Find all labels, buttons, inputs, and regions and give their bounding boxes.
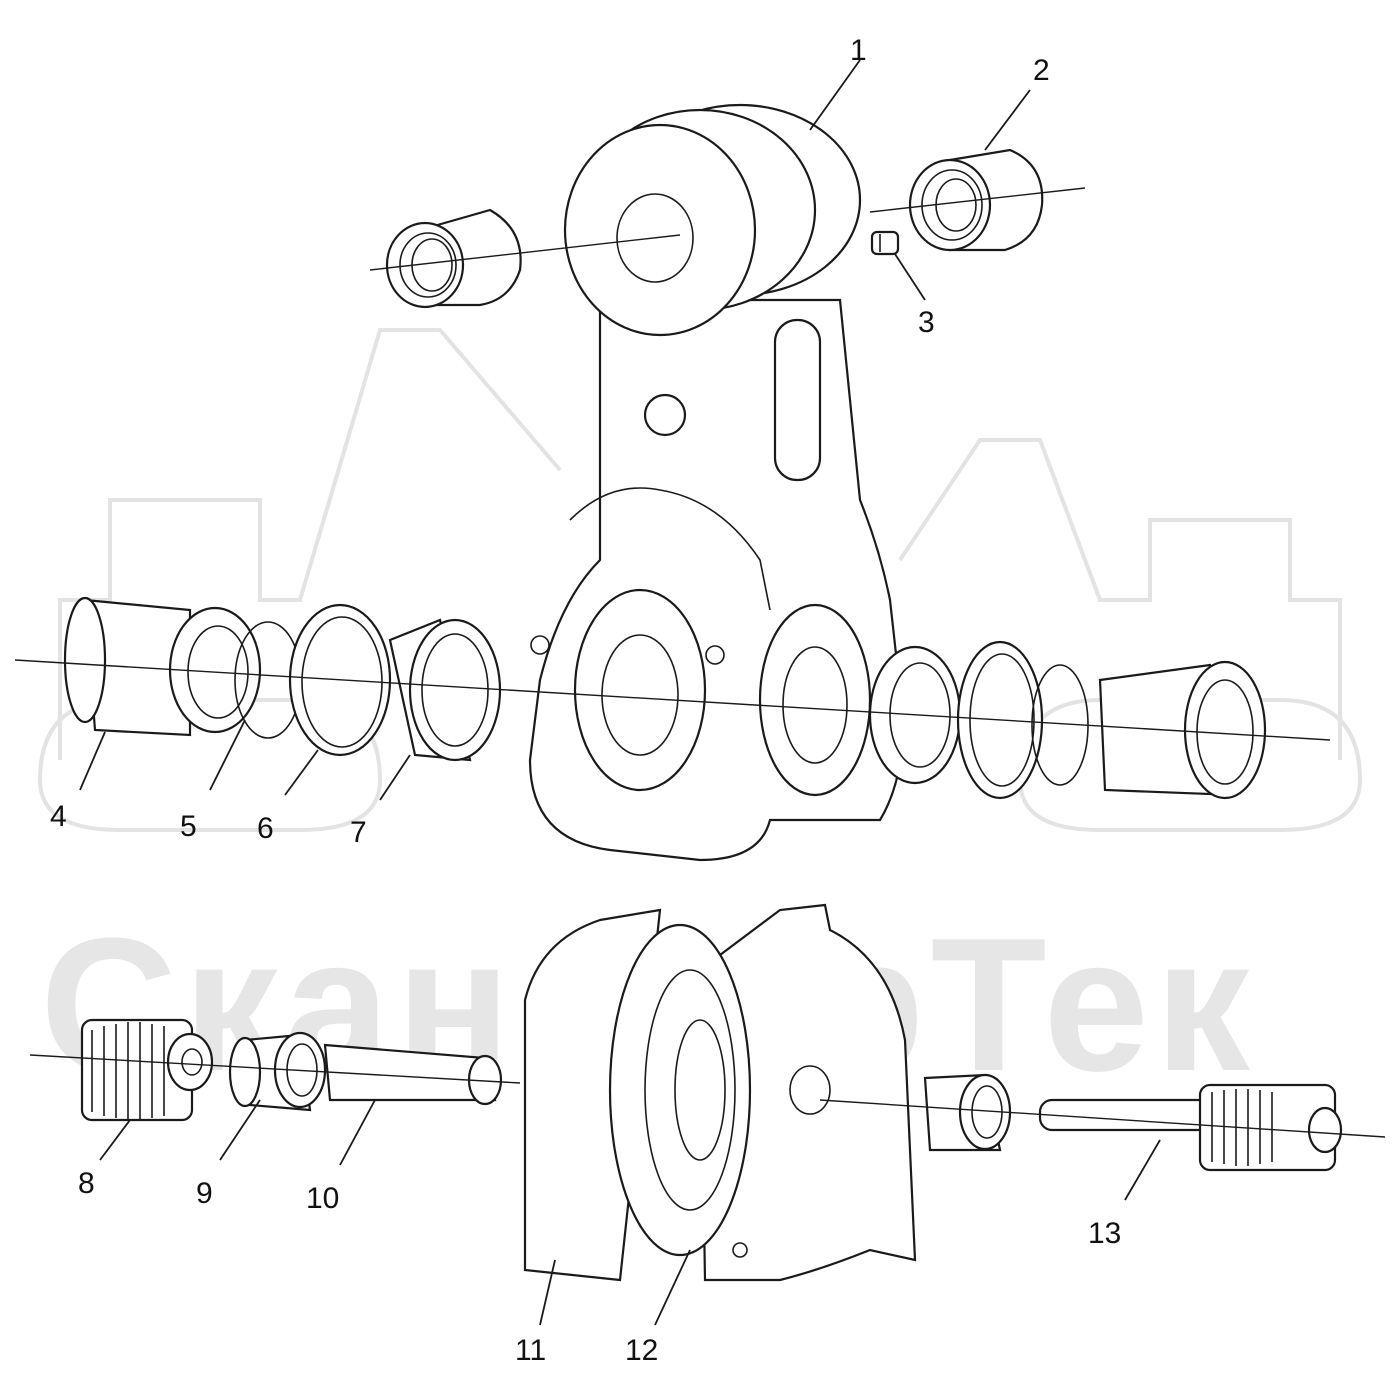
callout-labels: 1 2 3 4 5 6 7 8 9 10 11 12 13 [50, 34, 1121, 1367]
callout-2: 2 [1033, 54, 1050, 87]
callout-8: 8 [78, 1167, 95, 1200]
grease-nipple [870, 230, 900, 256]
bushing-lower-right [923, 1073, 1012, 1152]
callout-6: 6 [257, 812, 274, 845]
link-body [528, 103, 904, 862]
callout-5: 5 [180, 810, 197, 843]
watermark-excavator-left [37, 328, 562, 832]
bushing-top-left [385, 208, 522, 309]
callout-12: 12 [625, 1334, 658, 1367]
callout-10: 10 [306, 1182, 339, 1215]
pin-lower-left [323, 1043, 503, 1106]
callout-9: 9 [196, 1177, 213, 1210]
threaded-plug-left [80, 1018, 214, 1122]
sleeve-right [1098, 660, 1267, 800]
pulley-wheel [608, 923, 752, 1257]
bushing-top-right [908, 148, 1044, 252]
callout-3: 3 [918, 306, 935, 339]
callout-11: 11 [515, 1334, 546, 1367]
callout-1: 1 [850, 34, 867, 67]
callout-4: 4 [50, 800, 67, 833]
bearing-ring-left [388, 618, 502, 762]
leader-lines [79, 59, 1161, 1326]
callout-13: 13 [1088, 1217, 1121, 1250]
bushing-lower-left [228, 1031, 327, 1112]
callout-7: 7 [350, 816, 367, 849]
